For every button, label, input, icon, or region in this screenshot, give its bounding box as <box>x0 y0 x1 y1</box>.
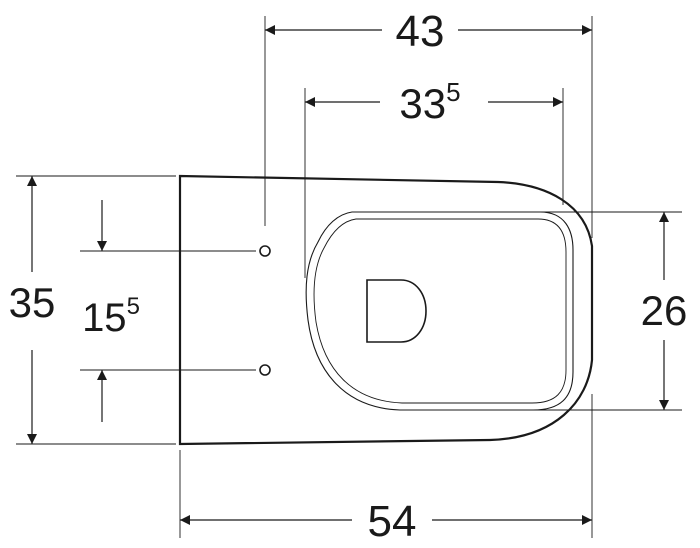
dimension-left-inner: 155 <box>82 200 140 422</box>
dimension-top-inner: 335 <box>305 77 563 127</box>
dimension-top-outer: 43 <box>265 7 592 56</box>
bowl-rim <box>305 211 574 411</box>
dimension-label-35: 35 <box>9 279 56 326</box>
toilet-outline <box>178 174 594 446</box>
dimension-left-outer: 35 <box>9 176 56 444</box>
mounting-hole-top <box>259 245 271 257</box>
extension-lines <box>16 16 682 538</box>
dimension-bottom: 54 <box>180 497 592 546</box>
mounting-hole-bottom <box>259 364 271 376</box>
dimension-label-33-5: 335 <box>399 77 460 127</box>
dimension-label-54: 54 <box>368 497 417 543</box>
drain-opening <box>366 279 427 343</box>
dimension-label-15-5: 155 <box>82 293 140 340</box>
dimension-right: 26 <box>641 212 688 410</box>
dimension-label-26: 26 <box>641 287 688 334</box>
dimension-label-43: 43 <box>396 7 445 56</box>
